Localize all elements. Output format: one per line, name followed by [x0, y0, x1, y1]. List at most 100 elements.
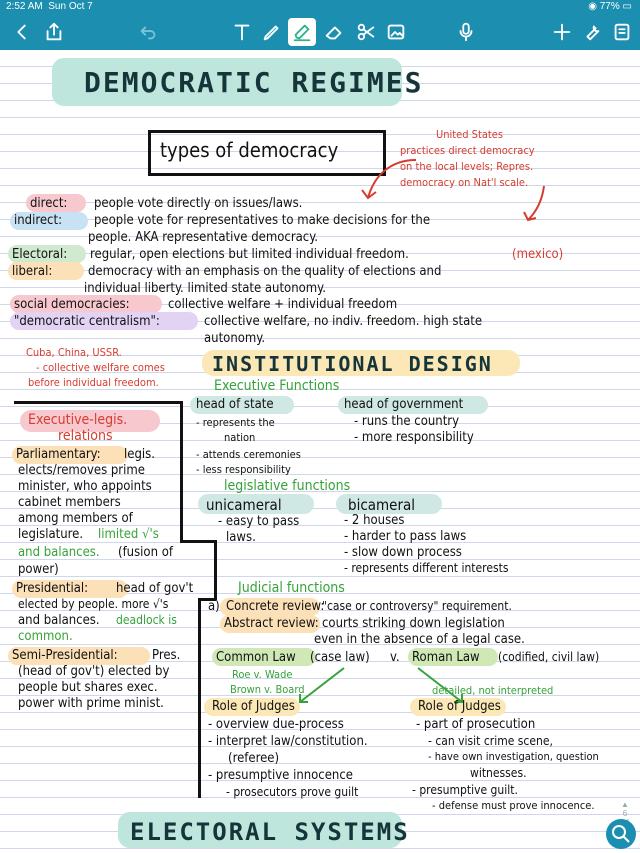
types-box — [148, 130, 386, 176]
divider-line — [198, 598, 216, 601]
parl-tail: power) — [18, 562, 59, 577]
exec-legis-heading: Executive-legis. — [28, 412, 128, 428]
wrench-icon[interactable] — [578, 18, 606, 46]
text-direct: people vote directly on issues/laws. — [94, 196, 303, 211]
text-roman-law: (codified, civil law) — [498, 650, 600, 664]
role-of-judges-roman: Role of Judges — [418, 699, 501, 714]
uni-item: laws. — [226, 530, 256, 545]
highlight-judges2 — [410, 698, 506, 716]
highlight-bi — [336, 494, 442, 514]
parl-text: legis. — [124, 447, 155, 462]
share-icon[interactable] — [40, 18, 68, 46]
lasso-icon[interactable] — [352, 18, 380, 46]
bi-item: - 2 houses — [344, 513, 405, 528]
label-abstract: Abstract review: — [224, 616, 319, 631]
battery-percent: 77% — [599, 1, 620, 12]
highlight-exec-legis — [20, 410, 160, 432]
label-social: social democracies: — [14, 297, 130, 312]
red-arrow-icon — [361, 159, 417, 200]
microphone-icon[interactable] — [452, 18, 480, 46]
parl-text: among members of — [18, 511, 133, 526]
label-presidential: Presidential: — [16, 581, 89, 596]
judges1-item: - overview due-process — [208, 717, 344, 732]
label-electoral: Electoral: — [12, 247, 68, 262]
image-icon[interactable] — [382, 18, 410, 46]
parl-text: legislature. — [18, 527, 84, 542]
add-icon[interactable] — [548, 18, 576, 46]
pres-text: elected by people. more √'s — [18, 597, 169, 611]
semi-text: people but shares exec. — [18, 680, 158, 695]
more-icon[interactable] — [608, 18, 636, 46]
text-centralism: collective welfare, no indiv. freedom. h… — [204, 314, 483, 329]
magnifier-icon — [612, 825, 630, 843]
parl-text: elects/removes prime — [18, 463, 145, 478]
divider-line — [180, 540, 216, 543]
highlight-abstract — [220, 615, 320, 633]
text-indirect: people vote for representatives to make … — [94, 213, 431, 228]
bicameral: bicameral — [348, 496, 416, 514]
case-example: Brown v. Board — [230, 683, 305, 696]
divider-line — [214, 540, 217, 600]
highlight-judges1 — [204, 698, 300, 716]
case-example: Roe v. Wade — [232, 668, 293, 681]
highlight-concrete — [220, 598, 320, 616]
judges2-item: - defense must prove innocence. — [432, 799, 595, 812]
text-tool-icon[interactable] — [228, 18, 256, 46]
hos-item: - represents the — [196, 416, 275, 429]
roman-note: detailed, not interpreted — [432, 684, 554, 697]
executive-functions-heading: Executive Functions — [214, 378, 340, 394]
highlight-semi — [8, 647, 150, 665]
highlight-institutional — [202, 350, 520, 376]
semi-text: (head of gov't) elected by — [18, 664, 170, 679]
label-liberal: liberal: — [12, 264, 53, 279]
highlight-electoral — [8, 245, 86, 263]
text-electoral: regular, open elections but limited indi… — [90, 247, 409, 262]
cuba-note-line: Cuba, China, USSR. — [26, 346, 122, 359]
hog-item: - more responsibility — [354, 430, 474, 445]
judges1-item: (referee) — [228, 751, 280, 766]
us-note-line: practices direct democracy — [400, 144, 535, 157]
judges2-item: - part of prosecution — [416, 717, 536, 732]
text-abstract-2: even in the absence of a legal case. — [314, 632, 525, 647]
status-date: Sun Oct 7 — [48, 1, 93, 12]
role-of-judges-common: Role of Judges — [212, 699, 295, 714]
label-centralism: "democratic centralism": — [14, 314, 160, 329]
highlight-uni — [198, 494, 314, 514]
status-bar: 2:52 AM Sun Oct 7 ◉ 77% ▭ — [0, 0, 640, 14]
green-arrow-icon — [299, 667, 345, 703]
note-page[interactable]: DEMOCRATIC REGIMES types of democracy Un… — [0, 50, 640, 853]
pres-green: common. — [18, 629, 73, 644]
bi-item: - harder to pass laws — [344, 529, 467, 544]
highlight-head-state — [190, 396, 294, 414]
pres-text: and balances. — [18, 613, 100, 628]
electoral-title: ELECTORAL SYSTEMS — [130, 818, 410, 846]
undo-icon[interactable] — [134, 18, 162, 46]
cuba-note-line: before individual freedom. — [28, 376, 159, 389]
text-liberal-2: individual liberty. limited state autono… — [84, 281, 326, 296]
us-note-line: United States — [436, 128, 504, 141]
battery-indicator: ◉ 77% ▭ — [588, 1, 632, 12]
electoral-highlight — [118, 812, 402, 848]
parl-text: cabinet members — [18, 495, 121, 510]
pres-text: head of gov't — [116, 581, 194, 596]
zoom-button[interactable] — [606, 819, 636, 849]
us-note-line: on the local levels; Repres. — [400, 160, 534, 173]
page-title: DEMOCRATIC REGIMES — [84, 66, 424, 99]
judges1-item: - presumptive innocence — [208, 768, 353, 783]
cuba-note-line: - collective welfare comes — [36, 361, 165, 374]
label-concrete: Concrete review: — [226, 599, 325, 614]
highlight-pres — [12, 580, 128, 598]
back-icon[interactable] — [8, 18, 36, 46]
us-note-line: democracy on Nat'l scale. — [400, 176, 529, 189]
hos-item: nation — [224, 431, 256, 444]
highlighter-icon[interactable] — [288, 18, 316, 46]
highlight-social — [10, 295, 162, 313]
label-semi-presidential: Semi-Presidential: — [12, 648, 118, 663]
institutional-title: INSTITUTIONAL DESIGN — [212, 352, 493, 376]
head-of-state: head of state — [196, 397, 274, 412]
judges1-item: - interpret law/constitution. — [208, 734, 368, 749]
highlight-centralism — [10, 312, 198, 330]
eraser-icon[interactable] — [320, 18, 348, 46]
chevron-up-icon[interactable]: ▲ — [621, 800, 629, 809]
pen-icon[interactable] — [258, 18, 286, 46]
